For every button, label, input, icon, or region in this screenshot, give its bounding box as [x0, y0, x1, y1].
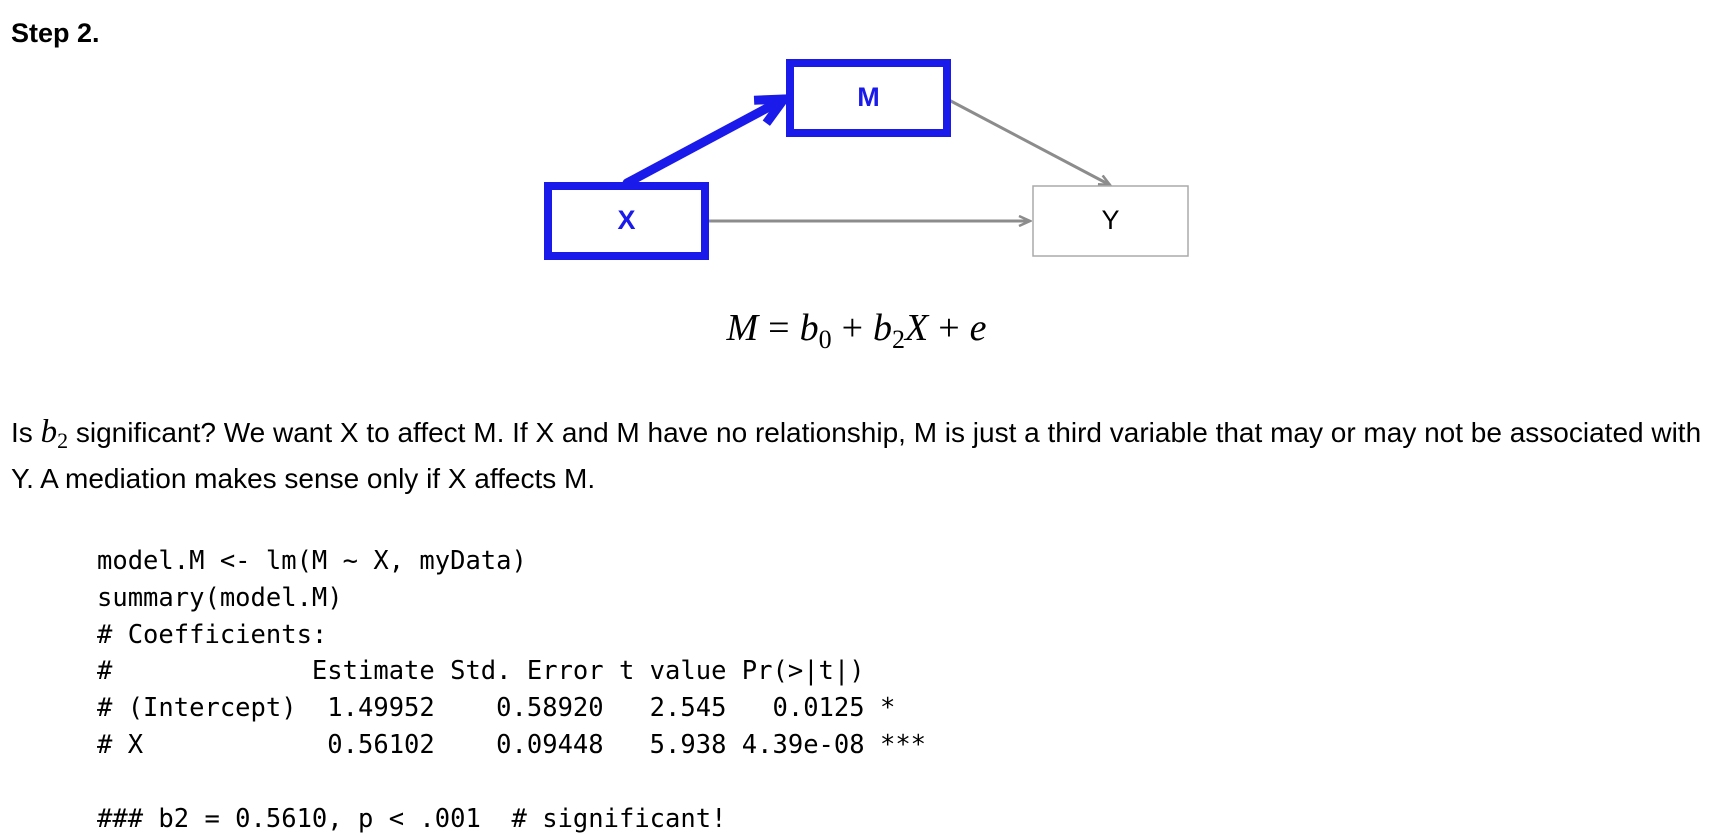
node-y-label: Y: [1101, 205, 1119, 235]
code-line: summary(model.M): [97, 582, 343, 613]
node-x: X: [544, 182, 709, 260]
code-line: # X 0.56102 0.09448 5.938 4.39e-08 ***: [97, 729, 927, 760]
equation-b2-sub: 2: [892, 325, 905, 354]
equation-plus-1: +: [841, 307, 863, 349]
node-m: M: [786, 59, 951, 137]
equation-b0-letter: b: [799, 307, 819, 349]
paragraph-rest: significant? We want X to affect M. If X…: [11, 417, 1702, 494]
equation-plus-2: +: [938, 307, 960, 349]
node-y: Y: [1032, 185, 1189, 257]
edge-x-to-m: [622, 99, 784, 188]
step-heading: Step 2.: [11, 18, 100, 48]
equation-equals: =: [768, 307, 790, 349]
inline-var-letter: b: [40, 414, 58, 450]
node-x-label: X: [617, 205, 635, 235]
equation-x: X: [905, 307, 929, 349]
code-line: ### b2 = 0.5610, p < .001 # significant!: [97, 803, 727, 834]
r-code-block: model.M <- lm(M ~ X, myData) summary(mode…: [97, 543, 926, 837]
code-line: # Estimate Std. Error t value Pr(>|t|): [97, 656, 865, 687]
node-m-label: M: [857, 82, 880, 112]
regression-equation: M=b0+b2X+e: [0, 306, 1713, 353]
mediation-diagram: X M Y: [544, 59, 1189, 260]
inline-variable-b2: b2: [40, 414, 69, 453]
equation-b2-letter: b: [873, 307, 892, 349]
code-line: model.M <- lm(M ~ X, myData): [97, 546, 527, 576]
paragraph-lead: Is: [11, 417, 41, 448]
inline-var-sub: 2: [57, 428, 69, 453]
equation-lhs: M: [726, 307, 759, 349]
code-line: # (Intercept) 1.49952 0.58920 2.545 0.01…: [97, 693, 896, 724]
code-line: [97, 764, 926, 801]
edge-m-to-y: [946, 97, 1110, 185]
equation-error: e: [969, 307, 987, 349]
code-line: # Coefficients:: [97, 619, 328, 650]
explanation-paragraph: Is b2 significant? We want X to affect M…: [11, 409, 1711, 502]
equation-b0-sub: 0: [818, 325, 832, 354]
